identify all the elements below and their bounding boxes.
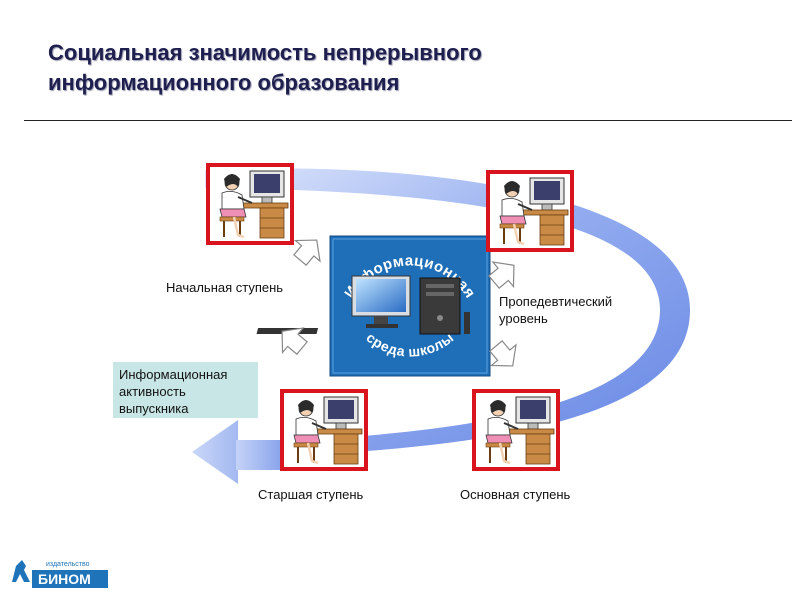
workstation-icon: [206, 163, 294, 245]
publisher-logo: издательство БИНОМ: [10, 556, 112, 592]
stage-initial-label: Начальная ступень: [166, 280, 284, 295]
activity-line3: выпускника: [119, 401, 189, 416]
title-divider: [24, 120, 792, 121]
publisher-logo-graphic: издательство БИНОМ: [12, 560, 108, 588]
stage-propaedeutic-line1: Пропедевтический: [499, 294, 613, 309]
stage-propaedeutic-line2: уровень: [499, 311, 548, 326]
stage-basic-label: Основная ступень: [460, 487, 571, 502]
workstation-icon: [486, 170, 574, 252]
workstation-icon: [280, 389, 368, 471]
activity-line2: активность: [119, 384, 186, 399]
logo-small-text: издательство: [46, 561, 90, 568]
slide-title-line1: Социальная значимость непрерывного: [48, 40, 482, 65]
runner-icon: [12, 560, 30, 582]
stage-senior-label: Старшая ступень: [258, 487, 364, 502]
school-information-environment: Информационная среда школы: [256, 235, 491, 377]
stage-propaedeutic-label: Пропедевтический уровень: [499, 293, 612, 327]
workstation-icon: [472, 389, 560, 471]
slide-title: Социальная значимость непрерывного инфор…: [48, 38, 728, 98]
slide-title-line2: информационного образования: [48, 70, 400, 95]
graduate-activity-box: Информационная активность выпускника: [113, 362, 258, 418]
logo-name: БИНОМ: [38, 571, 91, 587]
outline-arrow-icon: [271, 318, 313, 361]
activity-line1: Информационная: [119, 367, 228, 382]
